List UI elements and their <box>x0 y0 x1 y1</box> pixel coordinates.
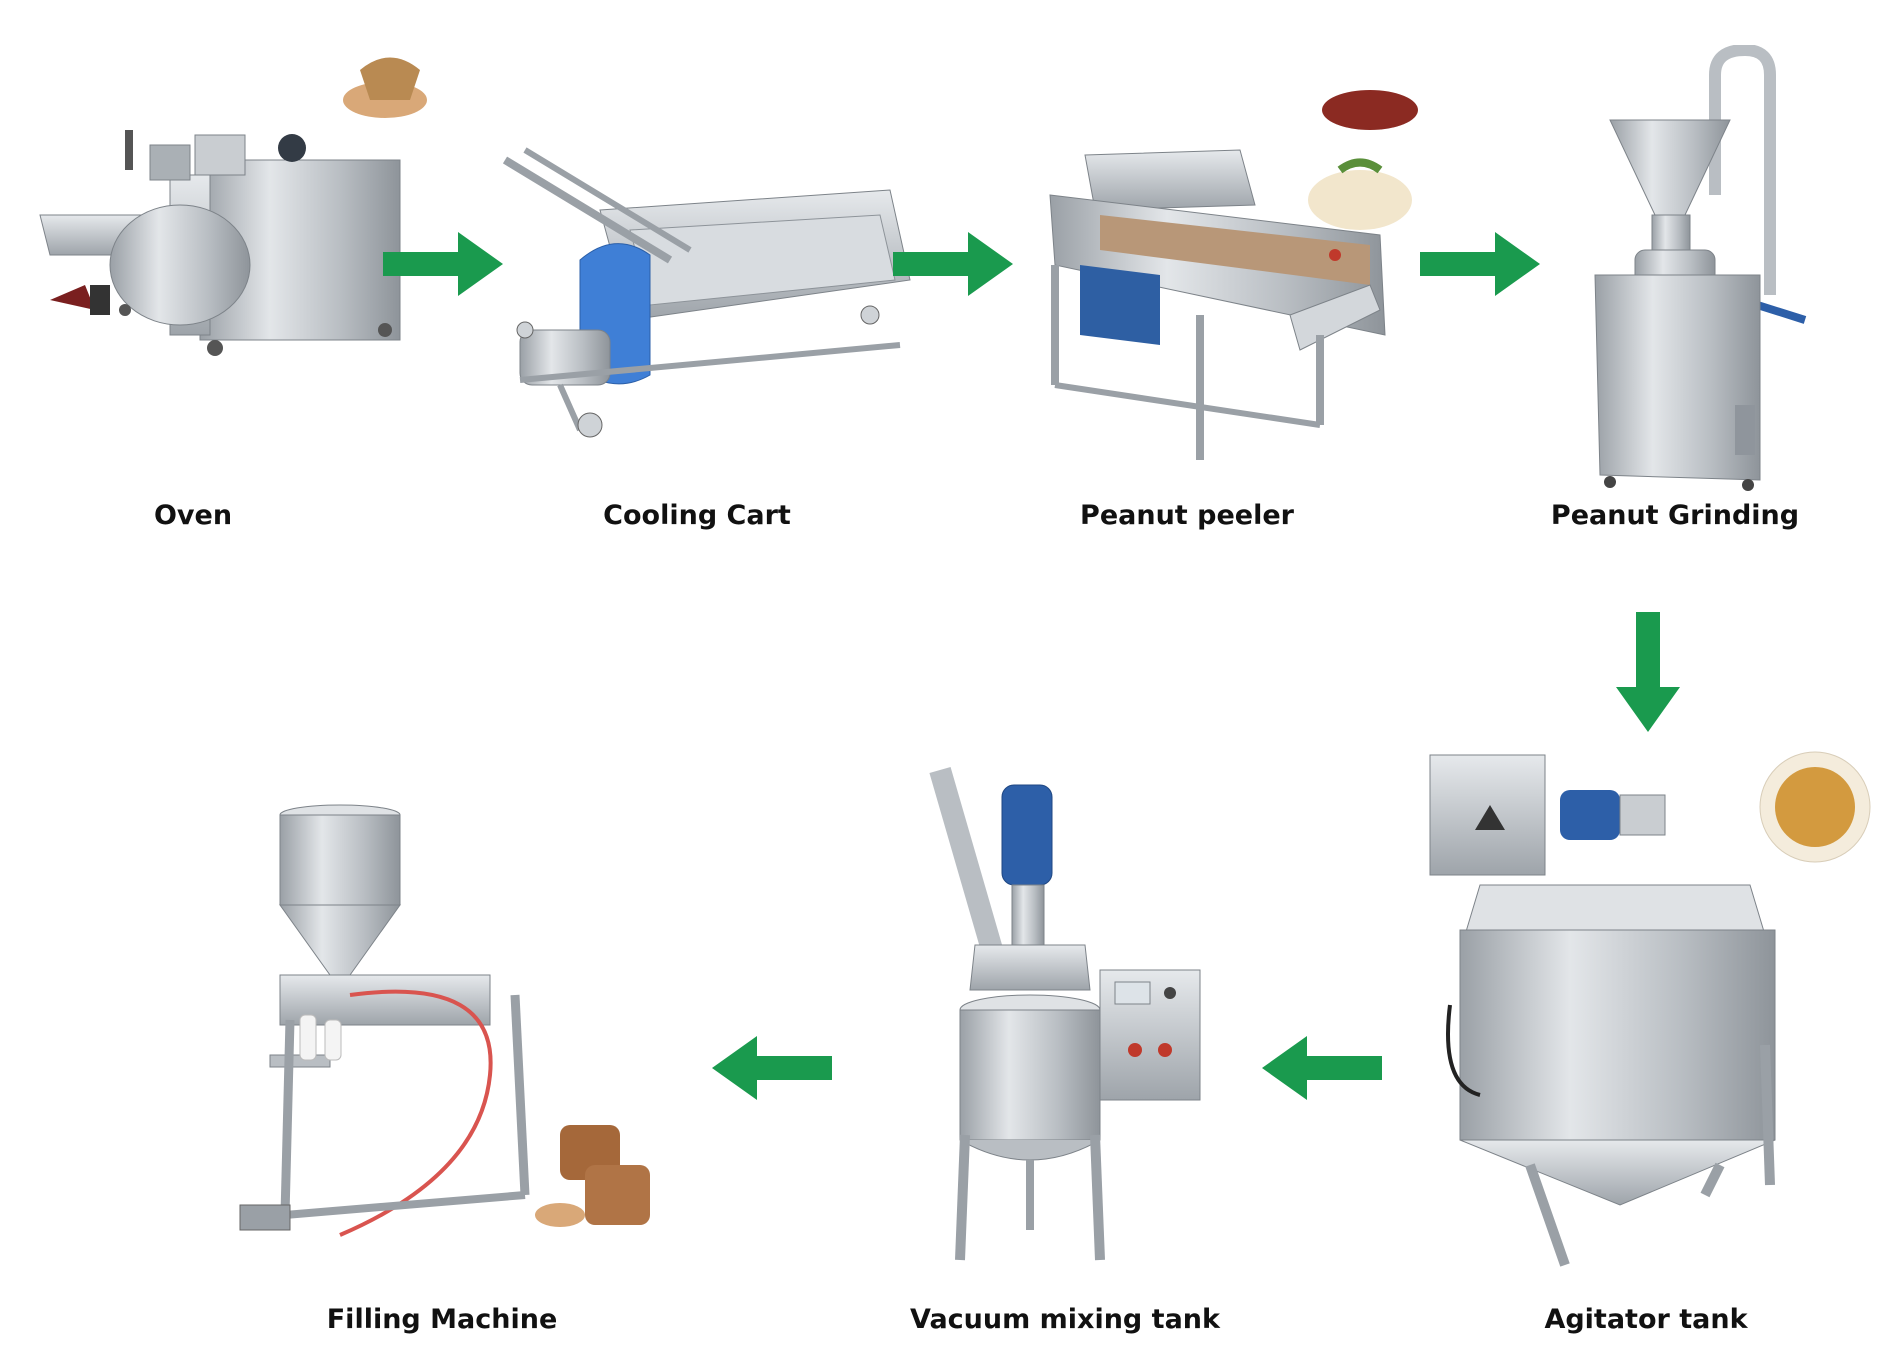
label-peanut-peeler: Peanut peeler <box>1080 500 1294 531</box>
label-peanut-grinding: Peanut Grinding <box>1550 500 1800 531</box>
vacuum-mixing-tank-machine-image <box>929 766 1201 1261</box>
basket-image <box>360 57 420 100</box>
arrow-down-1 <box>1616 612 1680 732</box>
label-agitator-tank: Agitator tank <box>1544 1304 1748 1335</box>
peeled-peanuts-image <box>1308 170 1412 230</box>
cooling-cart-machine-image <box>502 147 911 438</box>
label-oven: Oven <box>153 500 233 531</box>
peanut-peeler-machine-image <box>1049 90 1418 460</box>
oven-machine-image <box>39 57 427 356</box>
label-vacuum-mixing-tank: Vacuum mixing tank <box>910 1304 1220 1335</box>
red-peanuts-image <box>1322 90 1418 130</box>
label-cooling-cart: Cooling Cart <box>603 500 791 531</box>
peanut-grinding-machine-image <box>1594 45 1807 491</box>
arrow-right-3 <box>1420 232 1540 296</box>
filling-machine-image <box>239 804 650 1237</box>
arrow-right-2 <box>893 232 1013 296</box>
arrow-right-1 <box>383 232 503 296</box>
peanut-butter-jars-image <box>535 1125 650 1227</box>
arrow-left-1 <box>1262 1036 1382 1100</box>
agitator-tank-machine-image <box>1429 751 1871 1267</box>
arrow-left-2 <box>712 1036 832 1100</box>
label-filling-machine: Filling Machine <box>326 1304 558 1335</box>
